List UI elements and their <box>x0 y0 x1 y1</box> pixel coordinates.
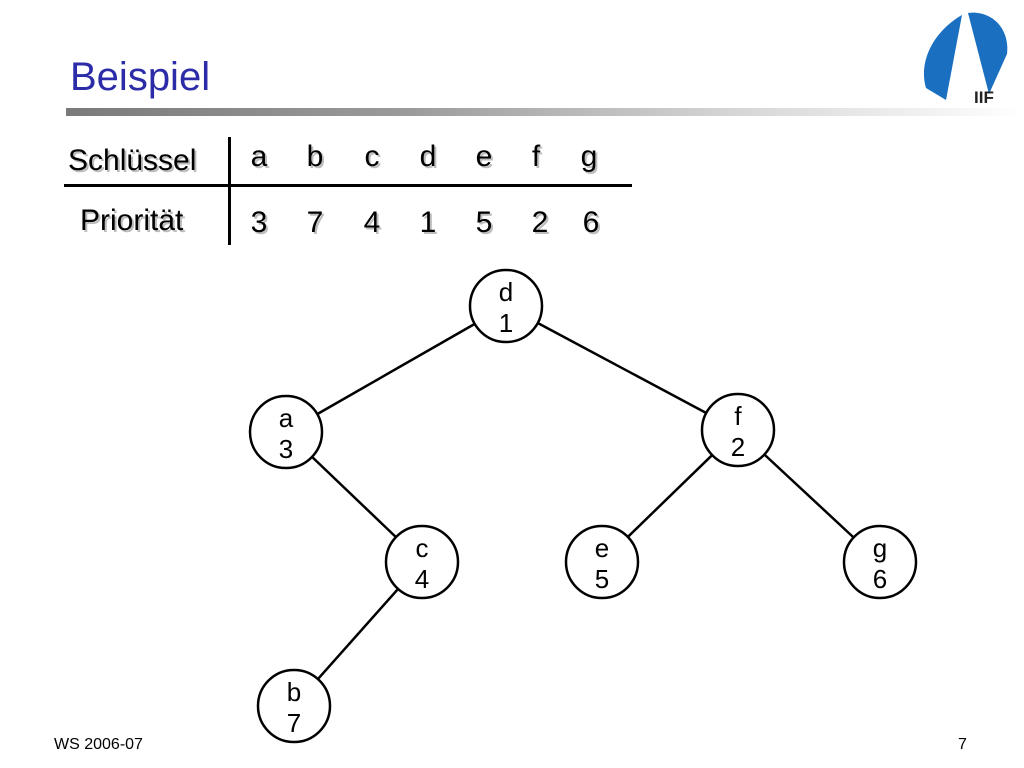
node-circle <box>842 524 918 600</box>
row-label-priority: Priorität <box>80 204 184 237</box>
node-priority: 2 <box>731 432 745 462</box>
priority-cell: 4 <box>363 206 381 239</box>
key-cell: b <box>306 140 324 173</box>
node-key: a <box>279 403 294 433</box>
tree-edge-a-c <box>311 455 397 539</box>
footer-semester: WS 2006-07 <box>54 736 143 753</box>
node-priority: 3 <box>279 434 293 464</box>
node-key: f <box>734 401 742 431</box>
tree-edge-f-g <box>763 453 855 539</box>
node-key: d <box>499 277 513 307</box>
node-circle <box>256 668 332 744</box>
node-key: g <box>873 533 887 563</box>
tree-edge-d-a <box>316 322 476 416</box>
node-priority: 6 <box>873 564 887 594</box>
logo-text: IIF <box>974 88 994 106</box>
key-cell: g <box>580 140 598 173</box>
tree-edge-c-b <box>316 588 400 680</box>
node-circle <box>468 268 544 344</box>
table-vertical-rule <box>228 137 231 245</box>
tree-node-f: f2 <box>700 392 776 468</box>
key-cell: e <box>475 140 493 173</box>
node-circle <box>564 524 640 600</box>
page-number: 7 <box>958 736 967 753</box>
key-cell: a <box>250 140 268 173</box>
node-circle <box>700 392 776 468</box>
key-cell: f <box>531 140 541 173</box>
node-key: b <box>287 677 301 707</box>
node-key: c <box>416 533 429 563</box>
table-horizontal-rule <box>64 184 632 187</box>
tree-node-g: g6 <box>842 524 918 600</box>
row-label-key: Schlüssel <box>68 144 197 177</box>
logo-shape-left <box>923 15 962 100</box>
node-circle <box>248 394 324 470</box>
tree-node-c: c4 <box>384 524 460 600</box>
priority-cell: 1 <box>419 206 437 239</box>
tree-node-a: a3 <box>248 394 324 470</box>
node-circle <box>384 524 460 600</box>
logo-shape-right <box>968 12 1008 95</box>
priority-cell: 7 <box>306 206 324 239</box>
slide-title: Beispiel <box>70 55 211 99</box>
priority-cell: 2 <box>531 206 549 239</box>
tree-node-b: b7 <box>256 668 332 744</box>
node-key: e <box>595 533 609 563</box>
title-divider <box>66 108 1024 116</box>
priority-cell: 6 <box>582 206 600 239</box>
priority-cell: 5 <box>475 206 493 239</box>
node-priority: 4 <box>415 564 429 594</box>
node-priority: 5 <box>595 564 609 594</box>
key-cell: d <box>419 140 437 173</box>
tree-edge-d-f <box>537 321 707 415</box>
tree-edge-f-e <box>626 454 714 538</box>
priority-cell: 3 <box>250 206 268 239</box>
tree-node-e: e5 <box>564 524 640 600</box>
node-priority: 7 <box>287 708 301 738</box>
tree-node-d: d1 <box>468 268 544 344</box>
node-priority: 1 <box>499 308 513 338</box>
iif-logo: IIF <box>923 12 1008 106</box>
key-cell: c <box>364 140 380 173</box>
